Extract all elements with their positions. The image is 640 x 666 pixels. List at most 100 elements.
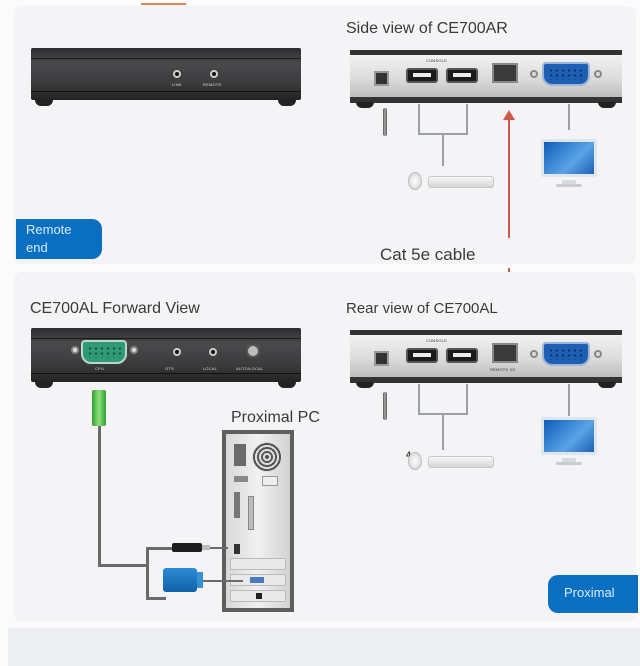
vga-link bbox=[203, 580, 243, 582]
monitor-stand bbox=[562, 458, 576, 463]
vga-wire bbox=[568, 384, 570, 416]
usb-port-icon bbox=[446, 348, 478, 363]
rj45-port-icon bbox=[492, 63, 518, 83]
auto-local-label: AUTO/LOCAL bbox=[236, 366, 264, 371]
monitor-base bbox=[556, 184, 582, 187]
usb-wire bbox=[442, 414, 444, 450]
cable-arrow-up-icon bbox=[503, 110, 515, 120]
pc-usb-port-icon bbox=[234, 544, 240, 554]
keyboard-icon bbox=[428, 176, 494, 188]
unit-foot bbox=[598, 102, 616, 108]
cable-label: Cat 5e cable bbox=[380, 245, 476, 264]
vga-green-plug-icon bbox=[92, 390, 106, 426]
parallel-port-icon bbox=[248, 496, 254, 530]
expansion-slot bbox=[230, 558, 286, 570]
vga-wire bbox=[568, 104, 570, 130]
kvm-cable bbox=[146, 597, 166, 600]
console-label: CONSOLE bbox=[426, 338, 447, 343]
console-label: CONSOLE bbox=[426, 58, 447, 63]
monitor-icon bbox=[541, 417, 597, 455]
screw-icon bbox=[594, 350, 602, 358]
remote-end-panel bbox=[14, 6, 636, 264]
ce700al-forward-unit: CPU OTS LOCAL AUTO/LOCAL bbox=[31, 328, 301, 382]
side-view-title: Side view of CE700AR bbox=[346, 20, 508, 37]
screw-icon bbox=[71, 346, 79, 354]
forward-view-title: CE700AL Forward View bbox=[30, 300, 200, 317]
monitor-base bbox=[556, 462, 582, 465]
ce700al-rear-unit: CONSOLE REMOTE I/O bbox=[350, 330, 622, 383]
remote-end-badge: Remote end bbox=[16, 219, 102, 259]
unit-foot bbox=[356, 102, 374, 108]
unit-band bbox=[31, 338, 301, 339]
unit-band bbox=[31, 373, 301, 374]
power-jack-icon bbox=[374, 71, 389, 86]
usb-port-icon bbox=[406, 68, 438, 83]
usb-plug-icon bbox=[172, 543, 210, 552]
remote-led-label: REMOTE bbox=[203, 82, 222, 87]
unit-foot bbox=[278, 382, 296, 388]
fan-icon bbox=[252, 442, 282, 472]
power-jack-icon bbox=[374, 351, 389, 366]
unit-foot bbox=[35, 382, 53, 388]
cpu-port-label: CPU bbox=[95, 366, 105, 371]
cat5e-cable-line bbox=[508, 118, 510, 238]
unit-foot bbox=[278, 100, 296, 106]
link-led-label: LINK bbox=[172, 82, 182, 87]
ce700ar-front-unit: LINK REMOTE bbox=[31, 48, 301, 100]
usb-wire bbox=[418, 384, 420, 414]
auto-local-button[interactable] bbox=[246, 344, 260, 358]
kvm-cable bbox=[146, 547, 149, 599]
link-led-icon bbox=[173, 70, 181, 78]
mouse-icon bbox=[408, 172, 422, 190]
monitor-stand bbox=[562, 180, 576, 185]
accent-line bbox=[141, 3, 186, 5]
usb-port-icon bbox=[406, 348, 438, 363]
remote-io-label: REMOTE I/O bbox=[490, 367, 516, 372]
power-plug-icon bbox=[383, 108, 387, 136]
rj45-port-icon bbox=[492, 343, 518, 363]
usb-wire bbox=[466, 104, 468, 134]
unit-foot bbox=[598, 382, 616, 388]
screw-icon bbox=[594, 70, 602, 78]
ce700ar-side-unit: CONSOLE bbox=[350, 50, 622, 103]
unit-foot bbox=[35, 100, 53, 106]
kvm-cable bbox=[98, 426, 101, 566]
ps2-port-icon bbox=[234, 476, 248, 482]
switch-icon bbox=[262, 476, 278, 486]
usb-port-icon bbox=[446, 68, 478, 83]
remote-led-icon bbox=[210, 70, 218, 78]
unit-band bbox=[31, 58, 301, 59]
screw-icon bbox=[130, 346, 138, 354]
pc-vga-port-icon bbox=[250, 577, 264, 583]
ots-label: OTS bbox=[165, 366, 174, 371]
unit-band bbox=[31, 91, 301, 92]
monitor-icon bbox=[541, 139, 597, 177]
bottom-strip bbox=[8, 628, 640, 666]
usb-wire bbox=[466, 384, 468, 414]
kvm-cable bbox=[146, 547, 174, 550]
cpu-vga-port-icon bbox=[81, 340, 127, 364]
vga-port-icon bbox=[542, 342, 590, 366]
screw-icon bbox=[530, 70, 538, 78]
usb-link bbox=[210, 547, 228, 549]
vga-port-icon bbox=[542, 62, 590, 86]
proximal-badge: Proximal bbox=[548, 575, 638, 613]
local-led-icon bbox=[209, 348, 217, 356]
serial-port-icon bbox=[234, 492, 240, 518]
kvm-cable bbox=[98, 564, 148, 567]
pc-tower-icon bbox=[222, 430, 294, 612]
usb-wire bbox=[418, 104, 420, 134]
power-plug-icon bbox=[383, 392, 387, 420]
pc-port-icon bbox=[256, 593, 262, 599]
unit-foot bbox=[356, 382, 374, 388]
power-socket-icon bbox=[234, 444, 246, 466]
screw-icon bbox=[530, 350, 538, 358]
keyboard-icon bbox=[428, 456, 494, 468]
ots-led-icon bbox=[173, 348, 181, 356]
proximal-pc-label: Proximal PC bbox=[231, 409, 320, 426]
vga-blue-plug-icon bbox=[163, 568, 203, 592]
mouse-icon bbox=[408, 452, 422, 470]
local-label: LOCAL bbox=[203, 366, 218, 371]
rear-view-title: Rear view of CE700AL bbox=[346, 300, 498, 317]
